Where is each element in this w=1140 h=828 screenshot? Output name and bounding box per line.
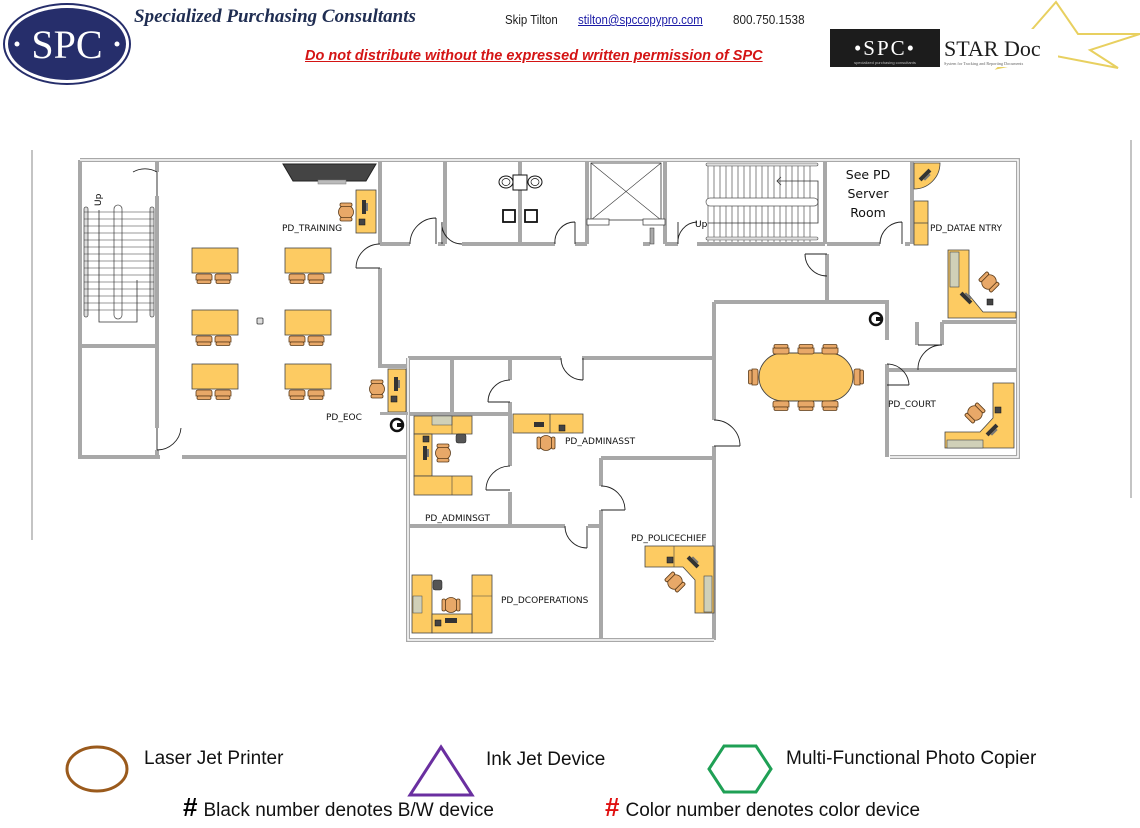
- policechief-desk: [644, 545, 715, 614]
- room-label-eoc: PD_EOC: [326, 413, 362, 423]
- legend-note-bw: #Black number denotes B/W device: [183, 792, 494, 823]
- laser-printer-icon-conference: [868, 311, 884, 327]
- projector-icon: [256, 317, 264, 325]
- stardoc-tagline: System for Tracking and Reporting Docume…: [944, 61, 1024, 66]
- stair-left-up-label: Up: [94, 193, 104, 206]
- training-room: [191, 163, 377, 400]
- stardoc-title: STAR Doc: [944, 36, 1041, 61]
- inkjet-legend-icon: [407, 744, 475, 797]
- server-room-note-line1: See PD: [846, 167, 890, 182]
- red-hash-icon: #: [605, 792, 620, 822]
- room-label-training: PD_TRAINING: [282, 224, 342, 234]
- legend-item-laser: Laser Jet Printer: [64, 743, 283, 795]
- stardoc-spc-text: •SPC•: [854, 36, 916, 60]
- legend: Laser Jet Printer Ink Jet Device Multi-F…: [0, 735, 1140, 828]
- room-label-dcoperations: PD_DCOPERATIONS: [501, 596, 589, 606]
- eoc-desk: [369, 368, 408, 433]
- room-label-adminasst: PD_ADMINASST: [565, 437, 636, 447]
- page-header: SPC Specialized Purchasing Consultants S…: [0, 0, 1140, 95]
- room-label-policechief: PD_POLICECHIEF: [631, 534, 707, 544]
- dataentry-desks: [913, 162, 1017, 319]
- adminasst-desk: [512, 413, 584, 451]
- spc-logo-text: SPC: [31, 22, 102, 67]
- door-swings: [132, 168, 943, 549]
- laser-printer-legend-icon: [65, 745, 129, 793]
- server-room-note-line2: Server: [848, 186, 890, 201]
- adminsgt-desk: [413, 415, 473, 496]
- black-hash-icon: #: [183, 792, 198, 822]
- laser-printer-icon: [389, 417, 405, 433]
- legend-label-inkjet: Ink Jet Device: [486, 749, 606, 770]
- copier-legend-icon: [707, 744, 773, 794]
- distribution-warning: Do not distribute without the expressed …: [305, 48, 763, 64]
- contact-phone: 800.750.1538: [733, 12, 805, 27]
- company-name: Specialized Purchasing Consultants: [134, 6, 416, 27]
- server-room-note-line3: Room: [850, 205, 886, 220]
- legend-label-laser: Laser Jet Printer: [144, 748, 284, 769]
- walls: [78, 158, 1020, 642]
- elevator: [586, 162, 666, 245]
- legend-item-copier: Multi-Functional Photo Copier: [706, 743, 1036, 795]
- room-label-dataentry: PD_DATAE NTRY: [930, 224, 1002, 234]
- legend-note-bw-text: Black number denotes B/W device: [203, 800, 494, 821]
- contact-name: Skip Tilton: [505, 12, 558, 27]
- legend-note-color-text: Color number denotes color device: [625, 800, 921, 821]
- stardoc-logo: •SPC• specialized purchasing consultants…: [830, 0, 1140, 70]
- legend-item-inkjet: Ink Jet Device: [406, 743, 605, 797]
- stairs-right: Up: [695, 162, 819, 242]
- training-tables: [191, 247, 332, 400]
- stair-right-up-label: Up: [695, 220, 708, 230]
- room-label-adminsgt: PD_ADMINSGT: [425, 514, 490, 524]
- conference-room: [748, 311, 884, 411]
- stairs-left: Up: [83, 193, 155, 323]
- legend-note-color: #Color number denotes color device: [605, 792, 920, 823]
- court-desks: [944, 382, 1015, 449]
- restroom-fixtures: [498, 174, 543, 223]
- room-label-court: PD_COURT: [888, 400, 936, 410]
- dcoperations-desk: [411, 574, 493, 634]
- stardoc-spc-subtext: specialized purchasing consultants: [854, 60, 916, 65]
- legend-label-copier: Multi-Functional Photo Copier: [786, 748, 1037, 769]
- spc-logo: SPC: [3, 3, 131, 85]
- contact-email-link[interactable]: stilton@spccopypro.com: [578, 12, 703, 27]
